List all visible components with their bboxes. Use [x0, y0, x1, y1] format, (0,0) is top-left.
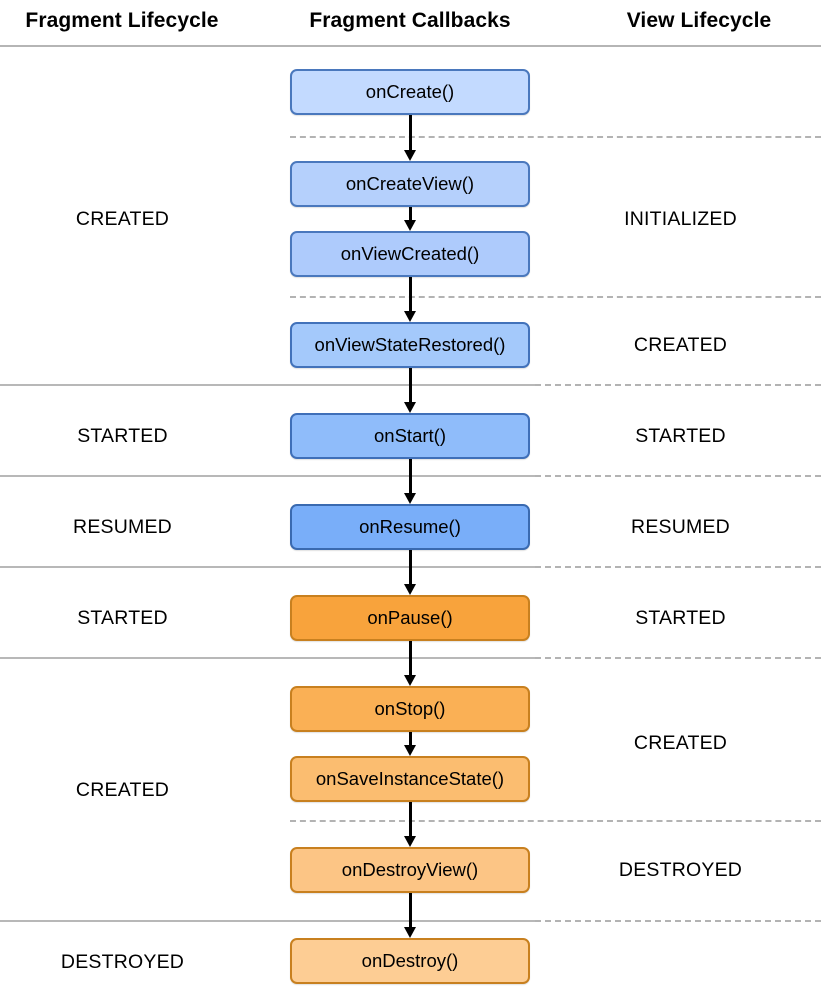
- solid-divider-4: [0, 657, 535, 659]
- arrow-shaft: [409, 893, 412, 928]
- callback-box-onresume[interactable]: onResume(): [290, 504, 530, 550]
- fragment-state-started-4: STARTED: [77, 607, 168, 629]
- fragment-state-created-5: CREATED: [75, 779, 170, 801]
- solid-divider-2: [0, 475, 535, 477]
- column-title-1: Fragment Lifecycle: [25, 9, 219, 32]
- arrow-head: [404, 745, 416, 756]
- column-title-3: View Lifecycle: [626, 9, 772, 32]
- callback-box-ondestroy[interactable]: onDestroy(): [290, 938, 530, 984]
- arrow-shaft: [409, 368, 412, 403]
- flow-arrow-3: [404, 277, 417, 322]
- view-state-created-6: CREATED: [633, 732, 728, 754]
- fragment-state-started-2: STARTED: [77, 425, 168, 447]
- flow-arrow-10: [404, 893, 417, 938]
- arrow-shaft: [409, 277, 412, 312]
- fragment-state-destroyed-6: DESTROYED: [60, 951, 185, 973]
- column-title-2: Fragment Callbacks: [309, 9, 511, 32]
- flow-arrow-7: [404, 641, 417, 686]
- callback-box-onviewstaterestored[interactable]: onViewStateRestored(): [290, 322, 530, 368]
- header-divider: [0, 45, 821, 47]
- view-state-destroyed-7: DESTROYED: [618, 859, 743, 881]
- solid-divider-3: [0, 566, 535, 568]
- arrow-head: [404, 150, 416, 161]
- column-header-row: [0, 0, 821, 47]
- flow-arrow-9: [404, 802, 417, 847]
- callback-box-ondestroyview[interactable]: onDestroyView(): [290, 847, 530, 893]
- arrow-shaft: [409, 550, 412, 585]
- dashed-divider-7: [290, 820, 821, 822]
- view-state-created-2: CREATED: [633, 334, 728, 356]
- flow-arrow-4: [404, 368, 417, 413]
- arrow-shaft: [409, 641, 412, 676]
- dashed-divider-3: [535, 384, 821, 386]
- arrow-shaft: [409, 459, 412, 494]
- callback-box-oncreateview[interactable]: onCreateView(): [290, 161, 530, 207]
- arrow-shaft: [409, 207, 412, 221]
- callback-box-onpause[interactable]: onPause(): [290, 595, 530, 641]
- solid-divider-5: [0, 920, 535, 922]
- arrow-shaft: [409, 802, 412, 837]
- arrow-head: [404, 493, 416, 504]
- fragment-state-resumed-3: RESUMED: [73, 516, 172, 538]
- view-state-started-3: STARTED: [635, 425, 726, 447]
- flow-arrow-8: [404, 732, 417, 756]
- arrow-head: [404, 402, 416, 413]
- solid-divider-1: [0, 384, 535, 386]
- arrow-head: [404, 584, 416, 595]
- arrow-head: [404, 220, 416, 231]
- view-state-started-5: STARTED: [635, 607, 726, 629]
- flow-arrow-1: [404, 115, 417, 161]
- dashed-divider-2: [290, 296, 821, 298]
- arrow-shaft: [409, 115, 412, 151]
- flow-arrow-6: [404, 550, 417, 595]
- callback-box-onviewcreated[interactable]: onViewCreated(): [290, 231, 530, 277]
- fragment-state-created-1: CREATED: [75, 208, 170, 230]
- arrow-head: [404, 311, 416, 322]
- view-state-initialized-1: INITIALIZED: [624, 208, 737, 230]
- dashed-divider-6: [535, 657, 821, 659]
- arrow-head: [404, 927, 416, 938]
- arrow-shaft: [409, 732, 412, 746]
- view-state-resumed-4: RESUMED: [631, 516, 730, 538]
- callback-box-onstop[interactable]: onStop(): [290, 686, 530, 732]
- dashed-divider-8: [535, 920, 821, 922]
- callback-box-onstart[interactable]: onStart(): [290, 413, 530, 459]
- dashed-divider-4: [535, 475, 821, 477]
- flow-arrow-2: [404, 207, 417, 231]
- callback-box-oncreate[interactable]: onCreate(): [290, 69, 530, 115]
- arrow-head: [404, 675, 416, 686]
- dashed-divider-5: [535, 566, 821, 568]
- flow-arrow-5: [404, 459, 417, 504]
- callback-box-onsaveinstancestate[interactable]: onSaveInstanceState(): [290, 756, 530, 802]
- arrow-head: [404, 836, 416, 847]
- dashed-divider-1: [290, 136, 821, 138]
